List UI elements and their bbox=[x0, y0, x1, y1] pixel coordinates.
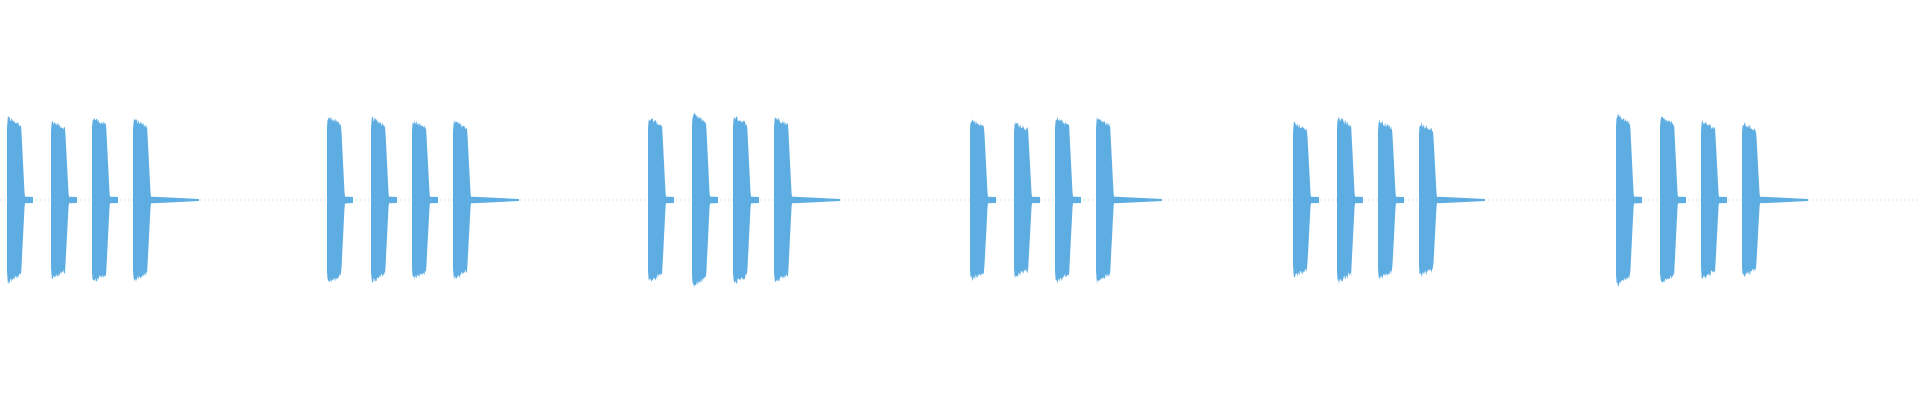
waveform-burst bbox=[1293, 121, 1319, 278]
waveform-burst bbox=[692, 112, 718, 288]
waveform-tail bbox=[1445, 197, 1485, 203]
waveform-burst bbox=[1616, 113, 1642, 288]
waveform-tail bbox=[159, 197, 199, 203]
waveform-tail bbox=[1122, 197, 1162, 203]
waveform-burst bbox=[1055, 117, 1081, 284]
waveform-burst bbox=[133, 118, 159, 283]
waveform-bursts bbox=[7, 112, 1808, 288]
waveform-tail bbox=[479, 197, 519, 203]
waveform-burst bbox=[412, 120, 438, 281]
waveform-burst bbox=[1337, 116, 1363, 284]
waveform-burst bbox=[327, 116, 353, 283]
waveform-burst bbox=[51, 120, 77, 280]
waveform-tail bbox=[800, 197, 840, 203]
waveform-burst bbox=[1742, 122, 1768, 277]
waveform-burst bbox=[1378, 119, 1404, 280]
waveform-burst bbox=[371, 116, 397, 283]
waveform-burst bbox=[1419, 123, 1445, 278]
waveform-tail bbox=[1768, 197, 1808, 203]
waveform-burst bbox=[1096, 116, 1122, 284]
waveform-burst bbox=[970, 119, 996, 282]
waveform-burst bbox=[1701, 120, 1727, 281]
waveform-burst bbox=[92, 117, 118, 282]
waveform-burst bbox=[774, 117, 800, 283]
waveform-burst bbox=[733, 116, 759, 285]
waveform-burst bbox=[7, 115, 33, 285]
waveform-burst bbox=[648, 118, 674, 282]
waveform-burst bbox=[1660, 116, 1686, 283]
waveform-burst bbox=[1014, 121, 1040, 279]
waveform-burst bbox=[453, 119, 479, 280]
